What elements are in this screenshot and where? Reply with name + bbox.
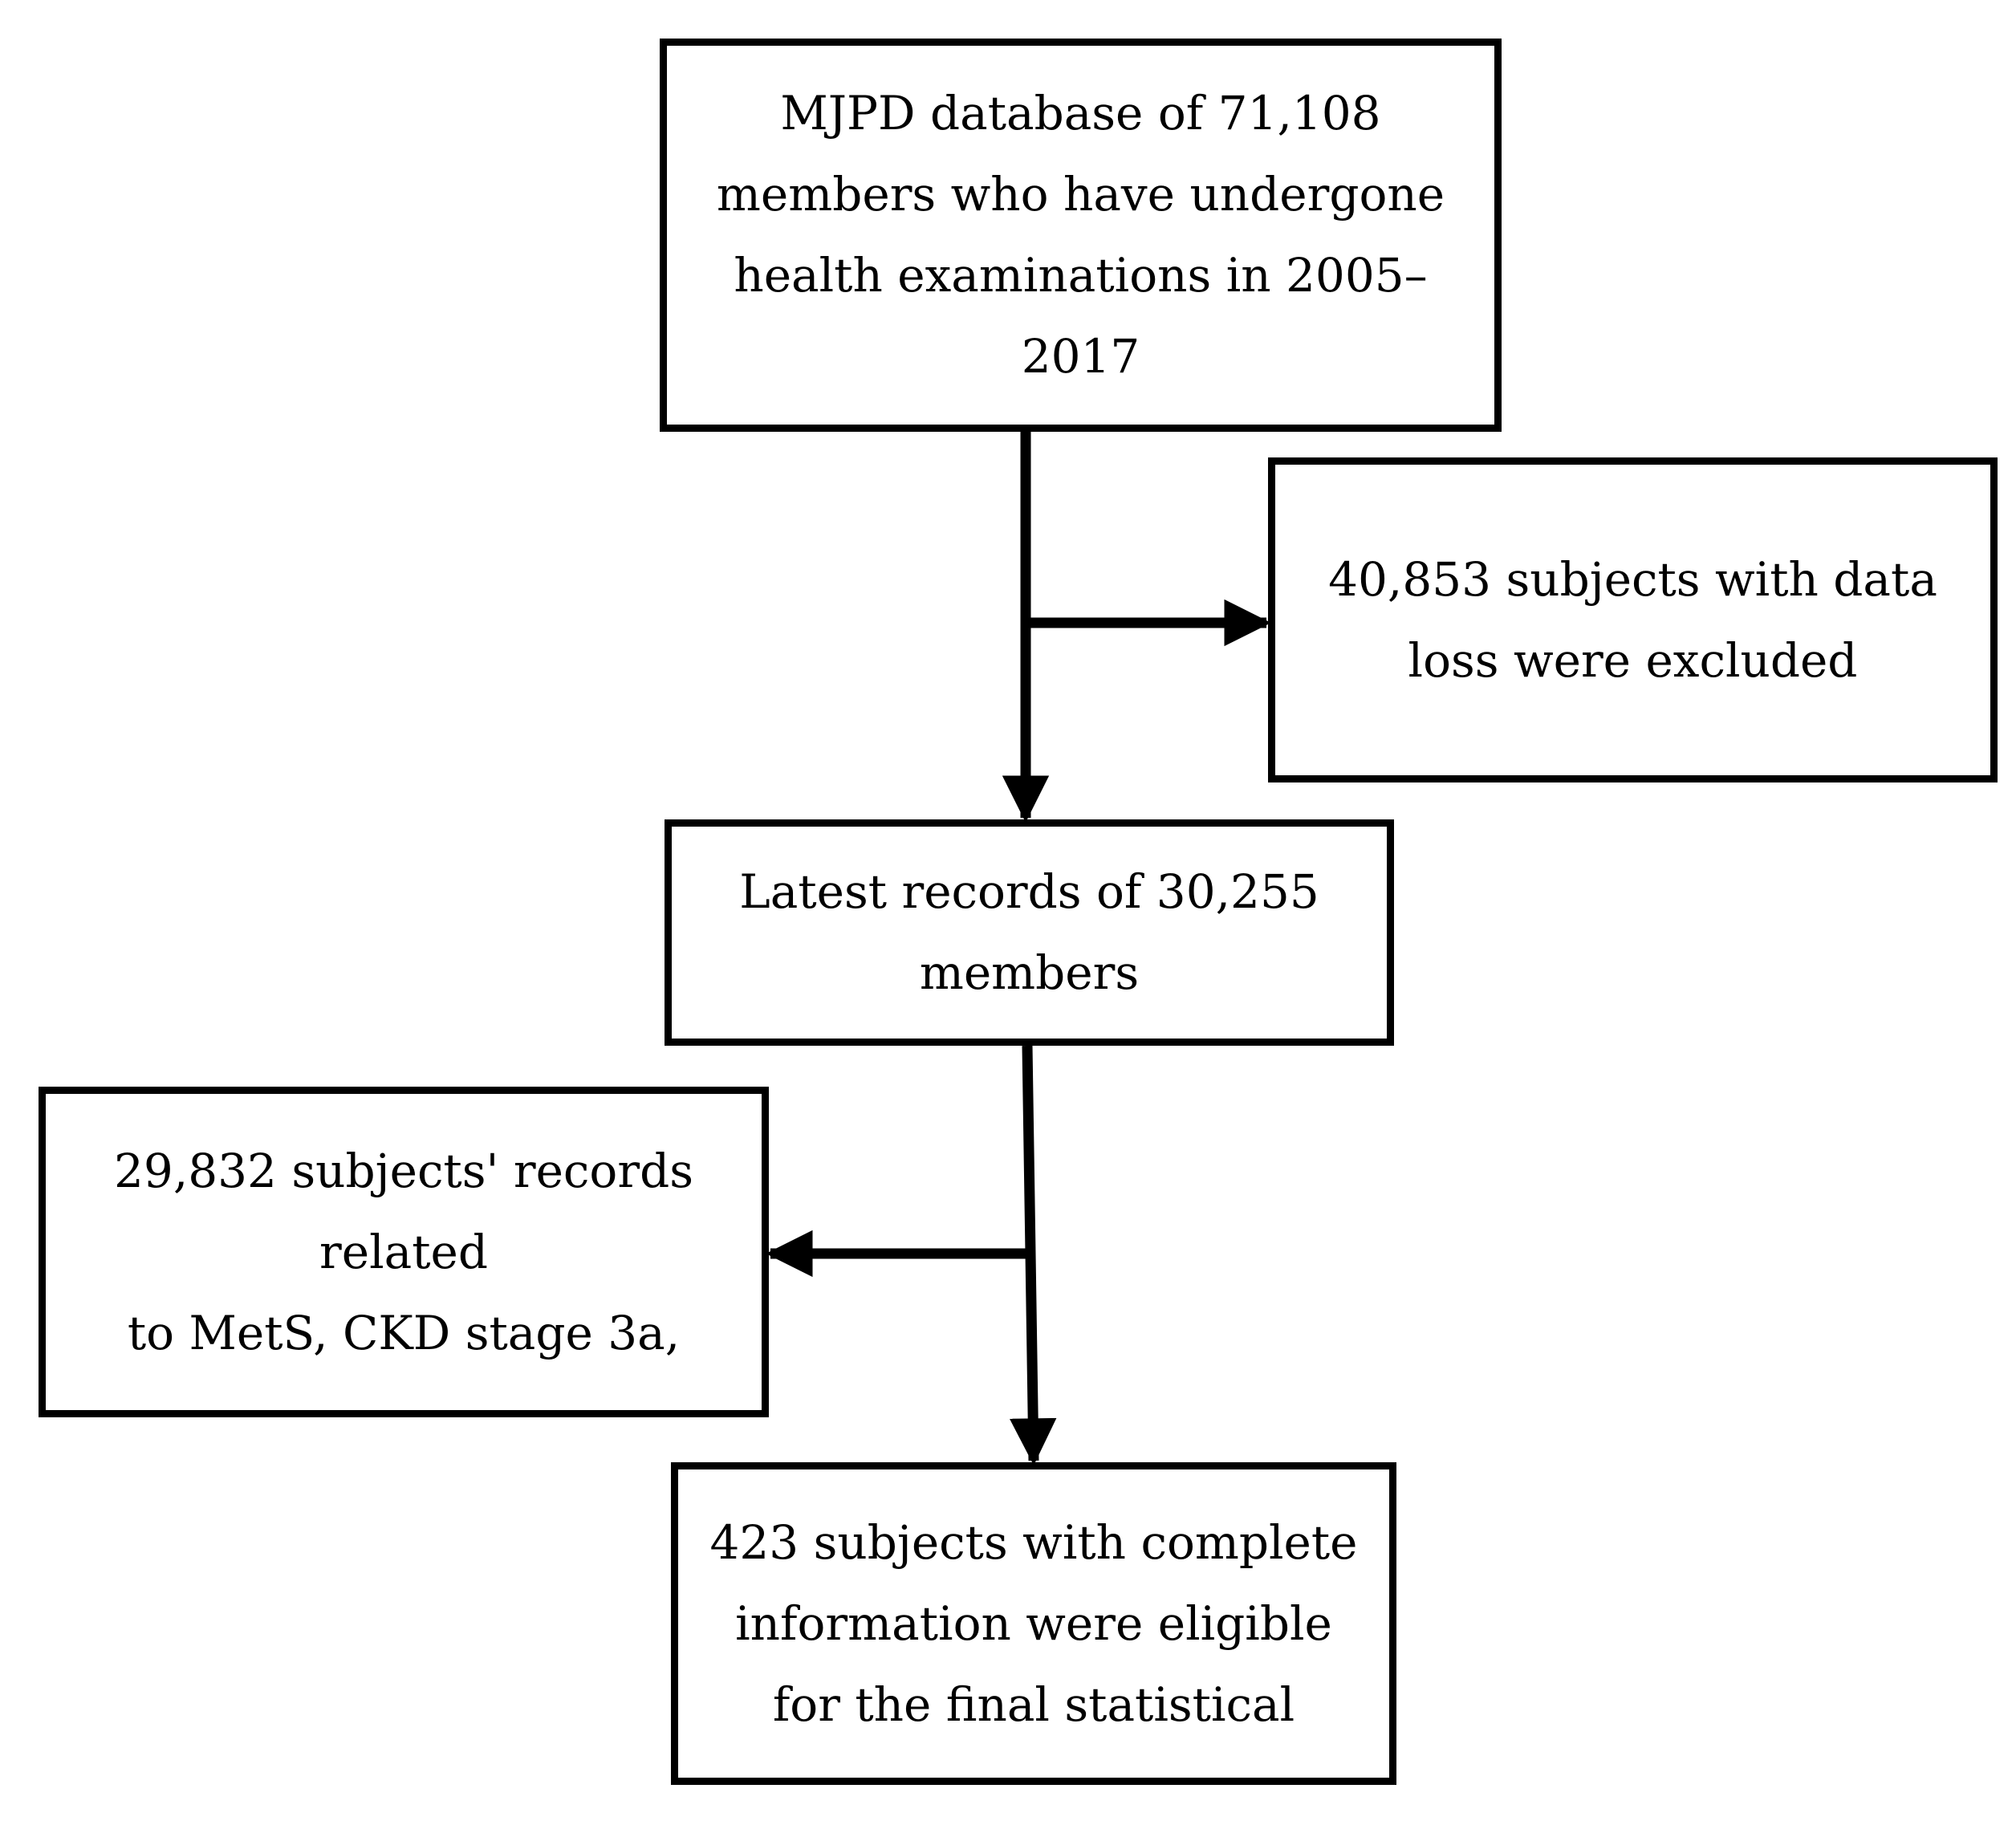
latest-line-1: Latest records of 30,255 bbox=[739, 864, 1319, 919]
database-line-4: 2017 bbox=[1021, 329, 1140, 384]
eligible-line-2: information were eligible bbox=[735, 1595, 1332, 1651]
excluded-line-1: 40,853 subjects with data bbox=[1328, 551, 1937, 607]
database-box: MJPD database of 71,108 members who have… bbox=[660, 39, 1502, 432]
database-line-1: MJPD database of 71,108 bbox=[780, 86, 1381, 140]
related-line-3: to MetS, CKD stage 3a, bbox=[127, 1305, 681, 1360]
related-line-1: 29,832 subjects' records bbox=[114, 1143, 693, 1198]
latest-line-2: members bbox=[919, 945, 1140, 1000]
eligible-line-1: 423 subjects with complete bbox=[709, 1514, 1358, 1570]
database-line-3: health examinations in 2005– bbox=[734, 248, 1428, 303]
eligible-line-3: for the final statistical bbox=[772, 1677, 1295, 1732]
related-records-box: 29,832 subjects' records related to MetS… bbox=[39, 1087, 769, 1417]
excluded-line-2: loss were excluded bbox=[1408, 632, 1858, 688]
database-line-2: members who have undergone bbox=[716, 167, 1445, 222]
latest-records-box: Latest records of 30,255 members bbox=[665, 819, 1394, 1046]
eligible-subjects-box: 423 subjects with complete information w… bbox=[671, 1462, 1396, 1785]
related-line-2: related bbox=[319, 1224, 488, 1279]
arrow-latest-to-eligible bbox=[1009, 1045, 1057, 1465]
excluded-box: 40,853 subjects with data loss were excl… bbox=[1268, 457, 1998, 782]
